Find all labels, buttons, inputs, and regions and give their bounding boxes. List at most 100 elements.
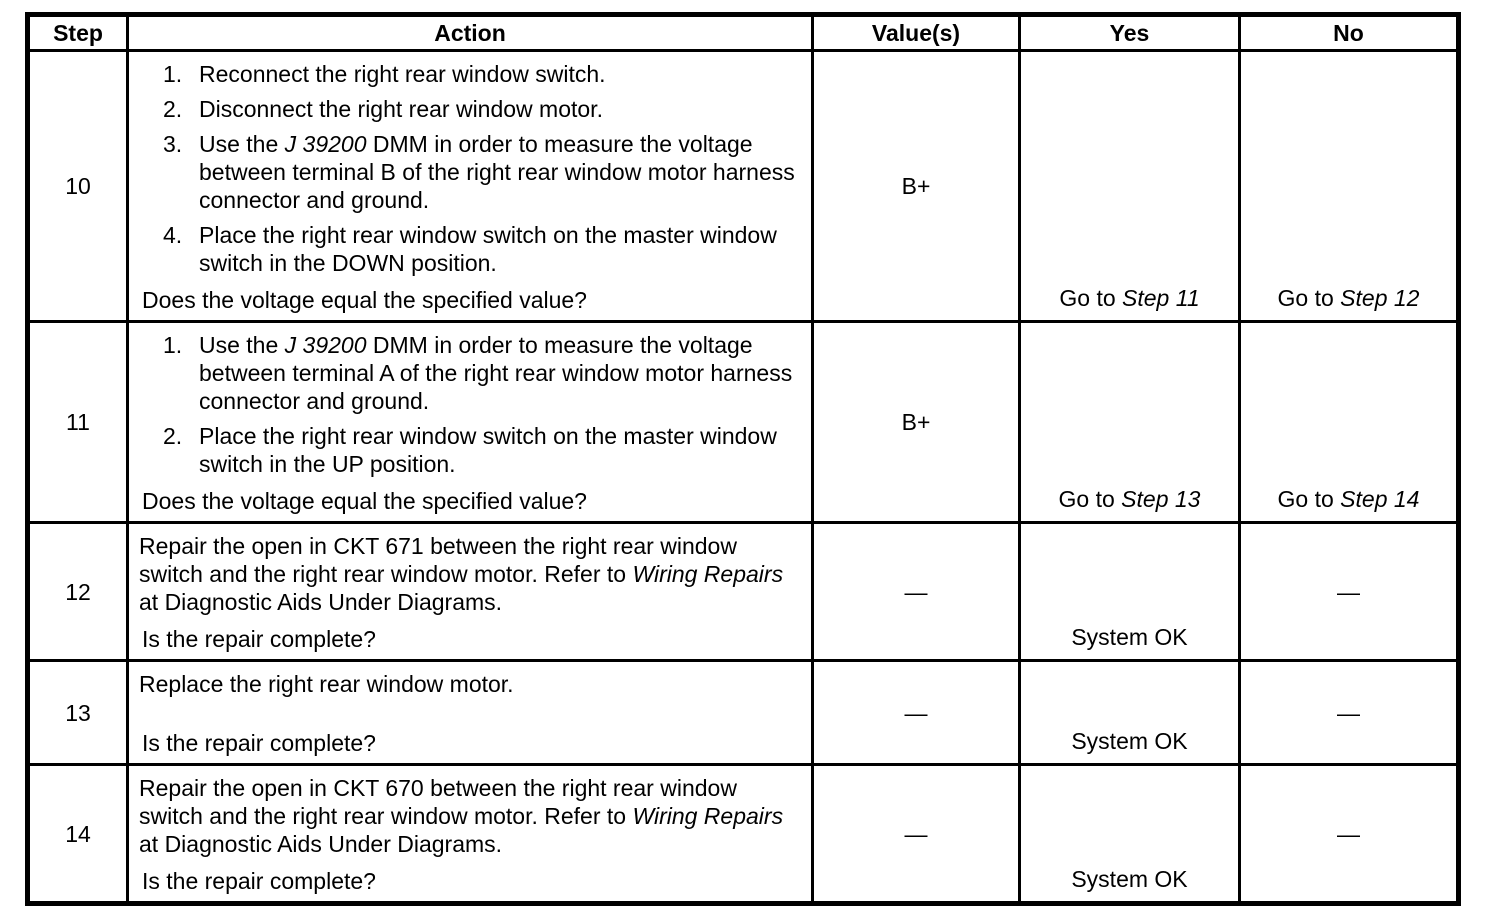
action-item-text: Use the J 39200 DMM in order to measure … (199, 331, 803, 415)
text: Reconnect the right rear window switch. (199, 61, 606, 87)
step-cell: 11 (26, 320, 129, 524)
value-cell: B+ (811, 49, 1021, 323)
value-cell: — (811, 763, 1021, 905)
text: Disconnect the right rear window motor. (199, 96, 603, 122)
no-cell: — (1238, 763, 1460, 905)
text: DMM in order to measure the voltage betw… (199, 131, 795, 213)
italic-text: Step 14 (1340, 486, 1420, 512)
col-header-action: Action (126, 13, 814, 52)
action-cell: Repair the open in CKT 670 between the r… (126, 763, 814, 905)
action-item-number: 1. (163, 332, 183, 358)
action-item: 4. Place the right rear window switch on … (139, 221, 803, 277)
action-item-number: 2. (163, 423, 183, 449)
action-item-number: 2. (163, 96, 183, 122)
action-item: Repair the open in CKT 671 between the r… (139, 532, 803, 616)
action-cell: 1.Reconnect the right rear window switch… (126, 49, 814, 323)
no-cell: — (1238, 521, 1460, 662)
header-row: Step Action Value(s) Yes No (26, 13, 1460, 52)
italic-text: Wiring Repairs (632, 561, 784, 587)
action-item-text: Reconnect the right rear window switch. (199, 60, 803, 88)
action-item-text: Place the right rear window switch on th… (199, 422, 803, 478)
col-header-no: No (1238, 13, 1460, 52)
text: Repair the open in CKT 671 between the r… (139, 533, 737, 587)
italic-text: Step 12 (1340, 285, 1420, 311)
value-cell: — (811, 521, 1021, 662)
yes-cell-text: System OK (1021, 727, 1238, 755)
yes-cell: Go to Step 13 (1018, 320, 1241, 524)
action-item: Repair the open in CKT 670 between the r… (139, 774, 803, 858)
text: Use the (199, 131, 285, 157)
step-cell: 13 (26, 659, 129, 766)
text: at Diagnostic Aids Under Diagrams. (139, 831, 503, 857)
action-question: Does the voltage equal the specified val… (142, 287, 587, 313)
text: Go to (1059, 285, 1123, 311)
col-header-step: Step (26, 13, 129, 52)
italic-text: Step 11 (1122, 285, 1200, 311)
action-item-text: Repair the open in CKT 670 between the r… (139, 774, 803, 858)
text: System OK (1071, 866, 1188, 892)
table-header: Step Action Value(s) Yes No (26, 13, 1460, 52)
text: Replace the right rear window motor. (139, 671, 514, 697)
action-item-text: Place the right rear window switch on th… (199, 221, 803, 277)
no-cell-text: Go to Step 12 (1241, 284, 1456, 312)
table-row: 10 1.Reconnect the right rear window swit… (26, 49, 1460, 323)
yes-cell: System OK (1018, 659, 1241, 766)
no-cell-text: Go to Step 14 (1241, 485, 1456, 513)
yes-cell-text: Go to Step 11 (1021, 284, 1238, 312)
action-cell: 1. Use the J 39200 DMM in order to measur… (126, 320, 814, 524)
text: Repair the open in CKT 670 between the r… (139, 775, 737, 829)
action-item-number: 4. (163, 222, 183, 248)
text: System OK (1071, 624, 1188, 650)
yes-cell: Go to Step 11 (1018, 49, 1241, 323)
action-question: Does the voltage equal the specified val… (142, 488, 587, 514)
action-item: 1.Reconnect the right rear window switch… (139, 60, 803, 88)
text: — (1337, 699, 1360, 726)
yes-cell: System OK (1018, 521, 1241, 662)
value-cell: — (811, 659, 1021, 766)
action-cell: Replace the right rear window motor. Is t… (126, 659, 814, 766)
action-item-text: Replace the right rear window motor. (139, 670, 803, 698)
text: at Diagnostic Aids Under Diagrams. (139, 589, 503, 615)
value-cell: B+ (811, 320, 1021, 524)
action-item-text: Disconnect the right rear window motor. (199, 95, 803, 123)
yes-cell-text: System OK (1021, 623, 1238, 651)
italic-text: Step 13 (1121, 486, 1201, 512)
step-cell: 12 (26, 521, 129, 662)
italic-text: J 39200 (284, 131, 367, 157)
no-cell: Go to Step 14 (1238, 320, 1460, 524)
action-item-text: Use the J 39200 DMM in order to measure … (199, 130, 803, 214)
action-question: Is the repair complete? (142, 730, 376, 756)
text: DMM in order to measure the voltage betw… (199, 332, 793, 414)
action-question: Is the repair complete? (142, 626, 376, 652)
step-cell: 14 (26, 763, 129, 905)
table-row: 13 Replace the right rear window motor. Is… (26, 659, 1460, 766)
text: Place the right rear window switch on th… (199, 423, 777, 477)
action-item: 2. Place the right rear window switch on … (139, 422, 803, 478)
action-cell: Repair the open in CKT 671 between the r… (126, 521, 814, 662)
action-item: 3. Use the J 39200 DMM in order to measur… (139, 130, 803, 214)
no-cell: — (1238, 659, 1460, 766)
yes-cell: System OK (1018, 763, 1241, 905)
action-item-number: 3. (163, 131, 183, 157)
action-item: 2. Disconnect the right rear window motor… (139, 95, 803, 123)
col-header-values: Value(s) (811, 13, 1021, 52)
table-row: 11 1. Use the J 39200 DMM in order to meas… (26, 320, 1460, 524)
action-item-text: Repair the open in CKT 671 between the r… (139, 532, 803, 616)
text: Go to (1058, 486, 1122, 512)
text: System OK (1071, 728, 1188, 754)
yes-cell-text: Go to Step 13 (1021, 485, 1238, 513)
no-cell: Go to Step 12 (1238, 49, 1460, 323)
step-cell: 10 (26, 49, 129, 323)
text: — (1337, 820, 1360, 847)
text: Go to (1277, 285, 1341, 311)
text: Use the (199, 332, 285, 358)
text: Go to (1277, 486, 1341, 512)
text: Place the right rear window switch on th… (199, 222, 777, 276)
yes-cell-text: System OK (1021, 865, 1238, 893)
italic-text: Wiring Repairs (632, 803, 784, 829)
